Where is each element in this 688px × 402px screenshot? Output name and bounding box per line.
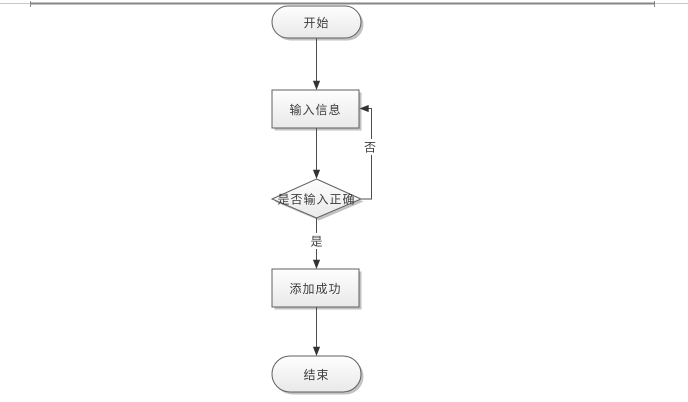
decision-node-label: 是否输入正确 [277, 192, 355, 207]
arrowheads [312, 80, 369, 356]
end-node-label: 结束 [303, 368, 329, 382]
arrowhead-to-input [312, 80, 321, 90]
no-edge-label: 否 [364, 141, 376, 155]
add-success-node-label: 添加成功 [289, 282, 341, 296]
start-node-label: 开始 [303, 16, 329, 30]
arrowhead-to-success [312, 259, 321, 269]
add-success-node [271, 268, 360, 308]
input-info-node [271, 89, 360, 129]
arrowhead-loop-to-input [359, 104, 369, 113]
labels: 开始 输入信息 是否输入正确 添加成功 结束 否 是 [277, 16, 376, 382]
no-label-background [363, 139, 377, 155]
page-edge [0, 1, 688, 7]
arrowhead-to-end [312, 346, 321, 356]
arrowhead-to-decision [312, 169, 321, 179]
edge-label-backgrounds [309, 139, 377, 249]
end-node [271, 355, 362, 393]
yes-edge-label: 是 [310, 235, 322, 249]
start-node [271, 5, 362, 39]
nodes [270, 5, 363, 393]
yes-label-background [309, 233, 324, 249]
input-info-node-label: 输入信息 [289, 102, 341, 117]
decision-node [270, 178, 363, 219]
